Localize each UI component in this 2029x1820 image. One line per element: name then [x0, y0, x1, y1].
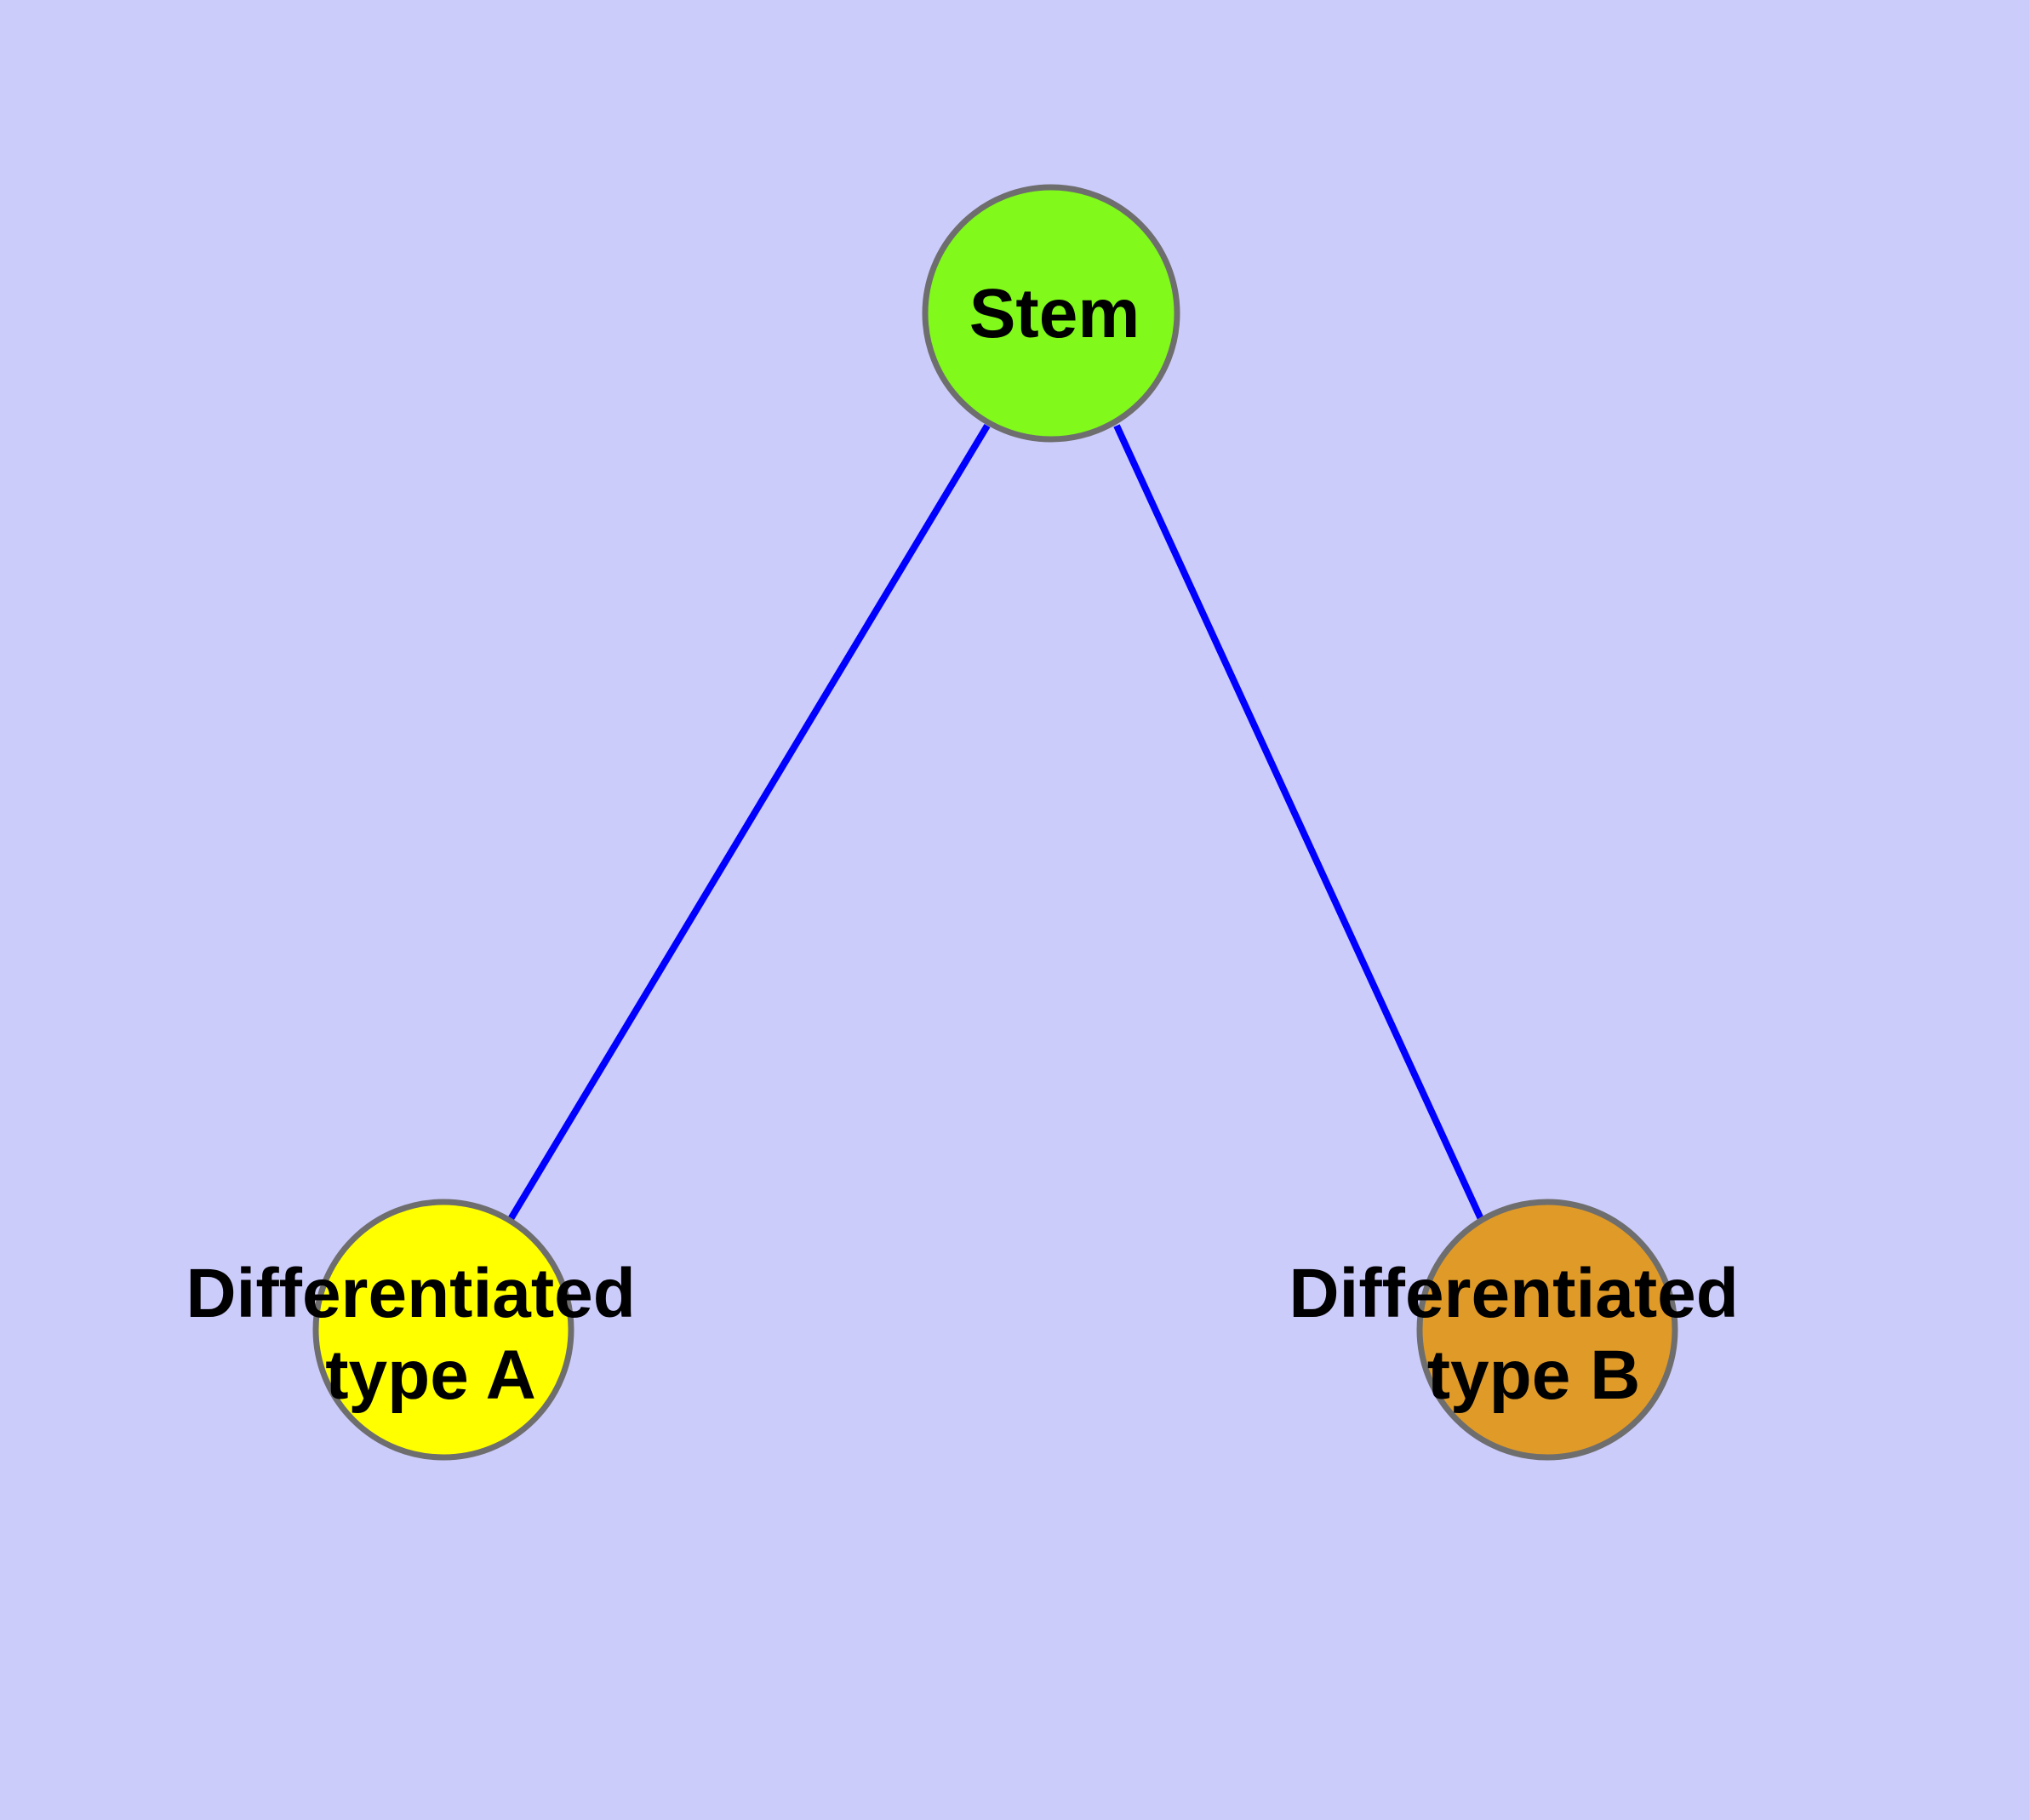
node-differentiated-type-b-label-line-1: Differentiated — [1289, 1255, 1739, 1332]
edge-stem-to-differentiated-type-a[interactable] — [507, 423, 991, 1222]
node-stem-circle[interactable] — [922, 184, 1180, 443]
node-differentiated-type-a-circle[interactable] — [312, 1199, 574, 1461]
node-layer: Stem Differentiated type A Differentiate… — [186, 184, 1758, 1461]
node-differentiated-type-b[interactable]: Differentiated type B — [1289, 1199, 1758, 1461]
node-stem[interactable]: Stem — [922, 184, 1180, 443]
node-differentiated-type-a-label-line-1: Differentiated — [186, 1255, 636, 1332]
node-differentiated-type-a[interactable]: Differentiated type A — [186, 1199, 654, 1461]
node-differentiated-type-b-circle[interactable] — [1416, 1199, 1678, 1461]
node-stem-label-line-1: Stem — [969, 275, 1140, 352]
edge-layer — [507, 423, 1484, 1222]
node-differentiated-type-a-label-line-2: type A — [325, 1336, 536, 1414]
node-differentiated-type-b-label-line-2: type B — [1427, 1336, 1641, 1414]
node-differentiated-type-a-label: Differentiated type A — [186, 1255, 654, 1414]
edge-stem-to-differentiated-type-b[interactable] — [1113, 424, 1484, 1221]
node-differentiated-type-b-label: Differentiated type B — [1289, 1255, 1758, 1414]
node-stem-label: Stem — [969, 275, 1140, 352]
